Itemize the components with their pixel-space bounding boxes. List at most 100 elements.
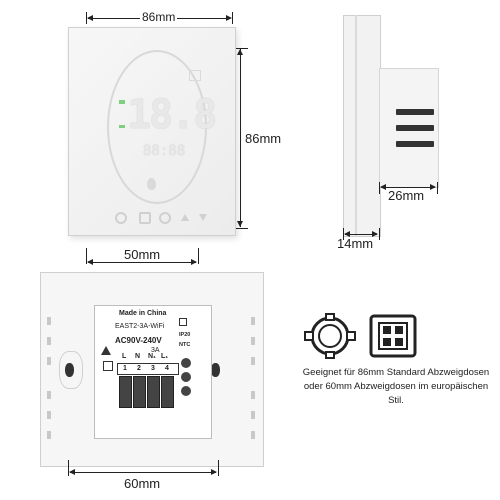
terminal-number-strip: 1 2 3 4 bbox=[117, 363, 179, 375]
front-height-label: 86mm bbox=[245, 131, 282, 146]
depth-dim-line bbox=[381, 187, 435, 188]
power-button-icon[interactable] bbox=[115, 212, 127, 224]
up-button-icon[interactable] bbox=[181, 214, 189, 221]
front-width-label: 86mm bbox=[140, 10, 178, 24]
warning-icon bbox=[101, 346, 111, 355]
dim-tick bbox=[379, 228, 380, 240]
dim-tick bbox=[86, 248, 87, 264]
round-junction-box-icon bbox=[304, 313, 356, 359]
module-current: 3A bbox=[151, 347, 160, 354]
dim-tick bbox=[236, 48, 248, 49]
arrow-right-icon bbox=[211, 469, 217, 475]
side-housing bbox=[379, 68, 439, 188]
clock-button-icon[interactable] bbox=[159, 212, 171, 224]
thermostat-front-panel: 18.8 88:88 bbox=[68, 27, 236, 236]
arrow-right-icon bbox=[191, 259, 197, 265]
vent bbox=[47, 337, 51, 345]
vent bbox=[251, 337, 255, 345]
vent bbox=[47, 357, 51, 365]
clock-display: 88:88 bbox=[143, 143, 186, 159]
arrow-left-icon bbox=[87, 15, 93, 21]
side-plate-label: 14mm bbox=[337, 236, 374, 251]
screw-terminal bbox=[147, 376, 160, 408]
height-dim-line bbox=[240, 49, 241, 227]
note-line-2: oder 60mm Abzweigdosen im europäischen S… bbox=[303, 381, 489, 406]
module-voltage: AC90V-240V bbox=[115, 336, 162, 345]
arrow-right-icon bbox=[430, 184, 436, 190]
bottom-dim-line bbox=[70, 472, 216, 473]
sensor-terminal bbox=[181, 372, 191, 382]
sensor-label: NTC bbox=[179, 342, 191, 348]
dim-tick bbox=[437, 182, 438, 194]
arrow-up-icon bbox=[237, 49, 243, 55]
dim-tick bbox=[86, 12, 87, 24]
screw-terminal bbox=[133, 376, 146, 408]
vent-slot bbox=[396, 141, 434, 147]
square-junction-box-icon bbox=[369, 314, 417, 358]
dim-tick bbox=[379, 182, 380, 194]
vent bbox=[251, 357, 255, 365]
weee-icon bbox=[103, 361, 113, 371]
dim-tick bbox=[236, 228, 248, 229]
module-origin: Made in China bbox=[119, 310, 167, 317]
arrow-left-icon bbox=[344, 231, 350, 237]
module-model: EAST2-3A-WiFi bbox=[115, 323, 165, 330]
dim-tick bbox=[68, 460, 69, 476]
heating-status-icon bbox=[119, 100, 125, 104]
vent-slot bbox=[396, 109, 434, 115]
down-button-icon[interactable] bbox=[199, 214, 207, 221]
terminal-label: L bbox=[122, 353, 127, 360]
terminal-module: Made in China EAST2-3A-WiFi AC90V-240V 3… bbox=[94, 305, 212, 439]
arrow-right-icon bbox=[226, 15, 232, 21]
vent bbox=[47, 411, 51, 419]
terminal-number: 4 bbox=[165, 365, 169, 372]
vent bbox=[47, 431, 51, 439]
dim-tick bbox=[198, 248, 199, 264]
wifi-status-icon bbox=[119, 125, 125, 128]
terminal-number: 1 bbox=[123, 365, 127, 372]
back-top-label: 50mm bbox=[124, 247, 161, 262]
top-dim-line bbox=[88, 262, 196, 263]
arrow-left-icon bbox=[69, 469, 75, 475]
terminal-label: N₁ bbox=[148, 353, 156, 360]
dim-tick bbox=[218, 460, 219, 476]
note-line-1: Geeignet für 86mm Standard Abzweigdosen bbox=[302, 367, 490, 378]
temperature-display: 18.8 bbox=[127, 92, 217, 138]
arrow-left-icon bbox=[87, 259, 93, 265]
menu-button-icon[interactable] bbox=[139, 212, 151, 224]
terminal-label: L₁ bbox=[161, 353, 169, 360]
certification-icon bbox=[179, 318, 187, 326]
plate-dim-line bbox=[345, 234, 377, 235]
ip-rating: IP20 bbox=[179, 332, 191, 338]
terminal-number: 2 bbox=[137, 365, 141, 372]
terminal-label: N bbox=[135, 353, 141, 360]
compatibility-note: Geeignet für 86mm Standard Abzweigdosen … bbox=[296, 366, 496, 408]
vent bbox=[251, 317, 255, 325]
vent bbox=[251, 411, 255, 419]
side-edge bbox=[355, 15, 357, 237]
screw-terminal bbox=[119, 376, 132, 408]
terminal-number: 3 bbox=[151, 365, 155, 372]
flame-icon bbox=[147, 178, 156, 190]
vent bbox=[47, 391, 51, 399]
vent bbox=[251, 391, 255, 399]
sensor-terminal bbox=[181, 386, 191, 396]
arrow-right-icon bbox=[372, 231, 378, 237]
arrow-left-icon bbox=[380, 184, 386, 190]
sensor-terminal bbox=[181, 358, 191, 368]
screw-terminal bbox=[161, 376, 174, 408]
screw-hole-icon bbox=[211, 363, 220, 377]
screw-slot bbox=[59, 351, 83, 389]
vent bbox=[47, 317, 51, 325]
vent bbox=[251, 431, 255, 439]
arrow-down-icon bbox=[237, 221, 243, 227]
screw-hole-icon bbox=[65, 363, 74, 377]
side-depth-label: 26mm bbox=[388, 188, 425, 203]
vent-slot bbox=[396, 125, 434, 131]
home-icon bbox=[189, 70, 201, 81]
side-cover-plate bbox=[343, 15, 381, 237]
dim-tick bbox=[232, 12, 233, 24]
dim-tick bbox=[343, 228, 344, 240]
display-ring bbox=[107, 50, 207, 204]
back-bottom-label: 60mm bbox=[124, 476, 161, 491]
